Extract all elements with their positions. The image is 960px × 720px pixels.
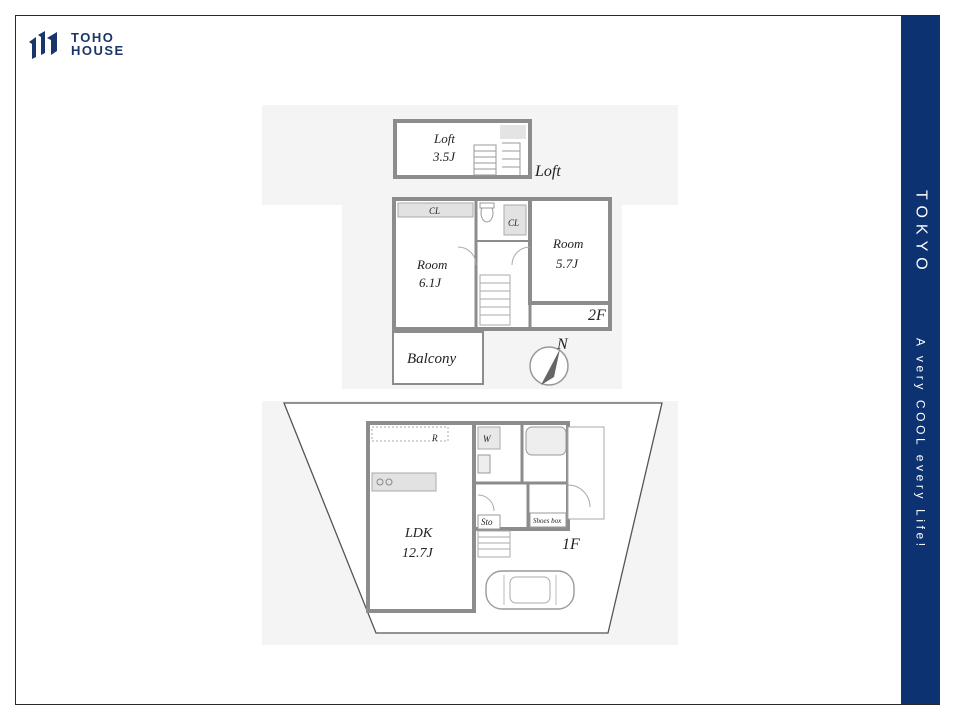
side-band: TOKYO A very COOL every Life! <box>901 16 940 704</box>
side-title-text: TOKYO <box>912 190 930 276</box>
compass-label: N <box>556 336 569 353</box>
compass-icon: N <box>529 336 569 386</box>
brand-line-2: HOUSE <box>71 43 125 58</box>
refrigerator-label: R <box>431 433 438 443</box>
second-floor: Room 6.1J Room 5.7J CL CL Balcony <box>392 197 612 385</box>
side-title: TOKYO <box>901 190 940 276</box>
first-floor: LDK 12.7J R W Sto Shoes box <box>283 402 663 634</box>
room-west-name: Room <box>416 257 447 272</box>
room-east-name: Room <box>552 236 583 251</box>
parked-car-icon <box>485 570 575 610</box>
floor-label-loft: Loft <box>534 163 561 180</box>
closet-label-west: CL <box>429 206 440 216</box>
brand-logo: TOHO HOUSE <box>27 29 125 59</box>
shoes-box-label: Shoes box <box>533 517 562 525</box>
washer-label: W <box>483 434 492 444</box>
balcony-label: Balcony <box>407 351 456 367</box>
toho-house-logo-icon <box>29 31 57 59</box>
storage-label: Sto <box>481 517 493 527</box>
loft-floor: Loft 3.5J <box>393 119 532 179</box>
side-tagline-text: A very COOL every Life! <box>913 338 928 550</box>
loft-room-size: 3.5J <box>432 149 456 164</box>
room-east-size: 5.7J <box>556 256 579 271</box>
floor-label-2f: 2F <box>588 307 606 324</box>
floor-plan: Loft 3.5J Loft Room 6.1J Room 5.7J CL CL… <box>262 105 678 645</box>
ldk-size: 12.7J <box>402 546 434 561</box>
ldk-name: LDK <box>404 526 433 541</box>
room-west-size: 6.1J <box>419 275 442 290</box>
brand-line-1: TOHO <box>71 30 115 45</box>
closet-label-east: CL <box>508 218 519 228</box>
loft-room-name: Loft <box>433 131 455 146</box>
floor-label-1f: 1F <box>562 536 580 553</box>
side-tagline: A very COOL every Life! <box>901 338 940 550</box>
